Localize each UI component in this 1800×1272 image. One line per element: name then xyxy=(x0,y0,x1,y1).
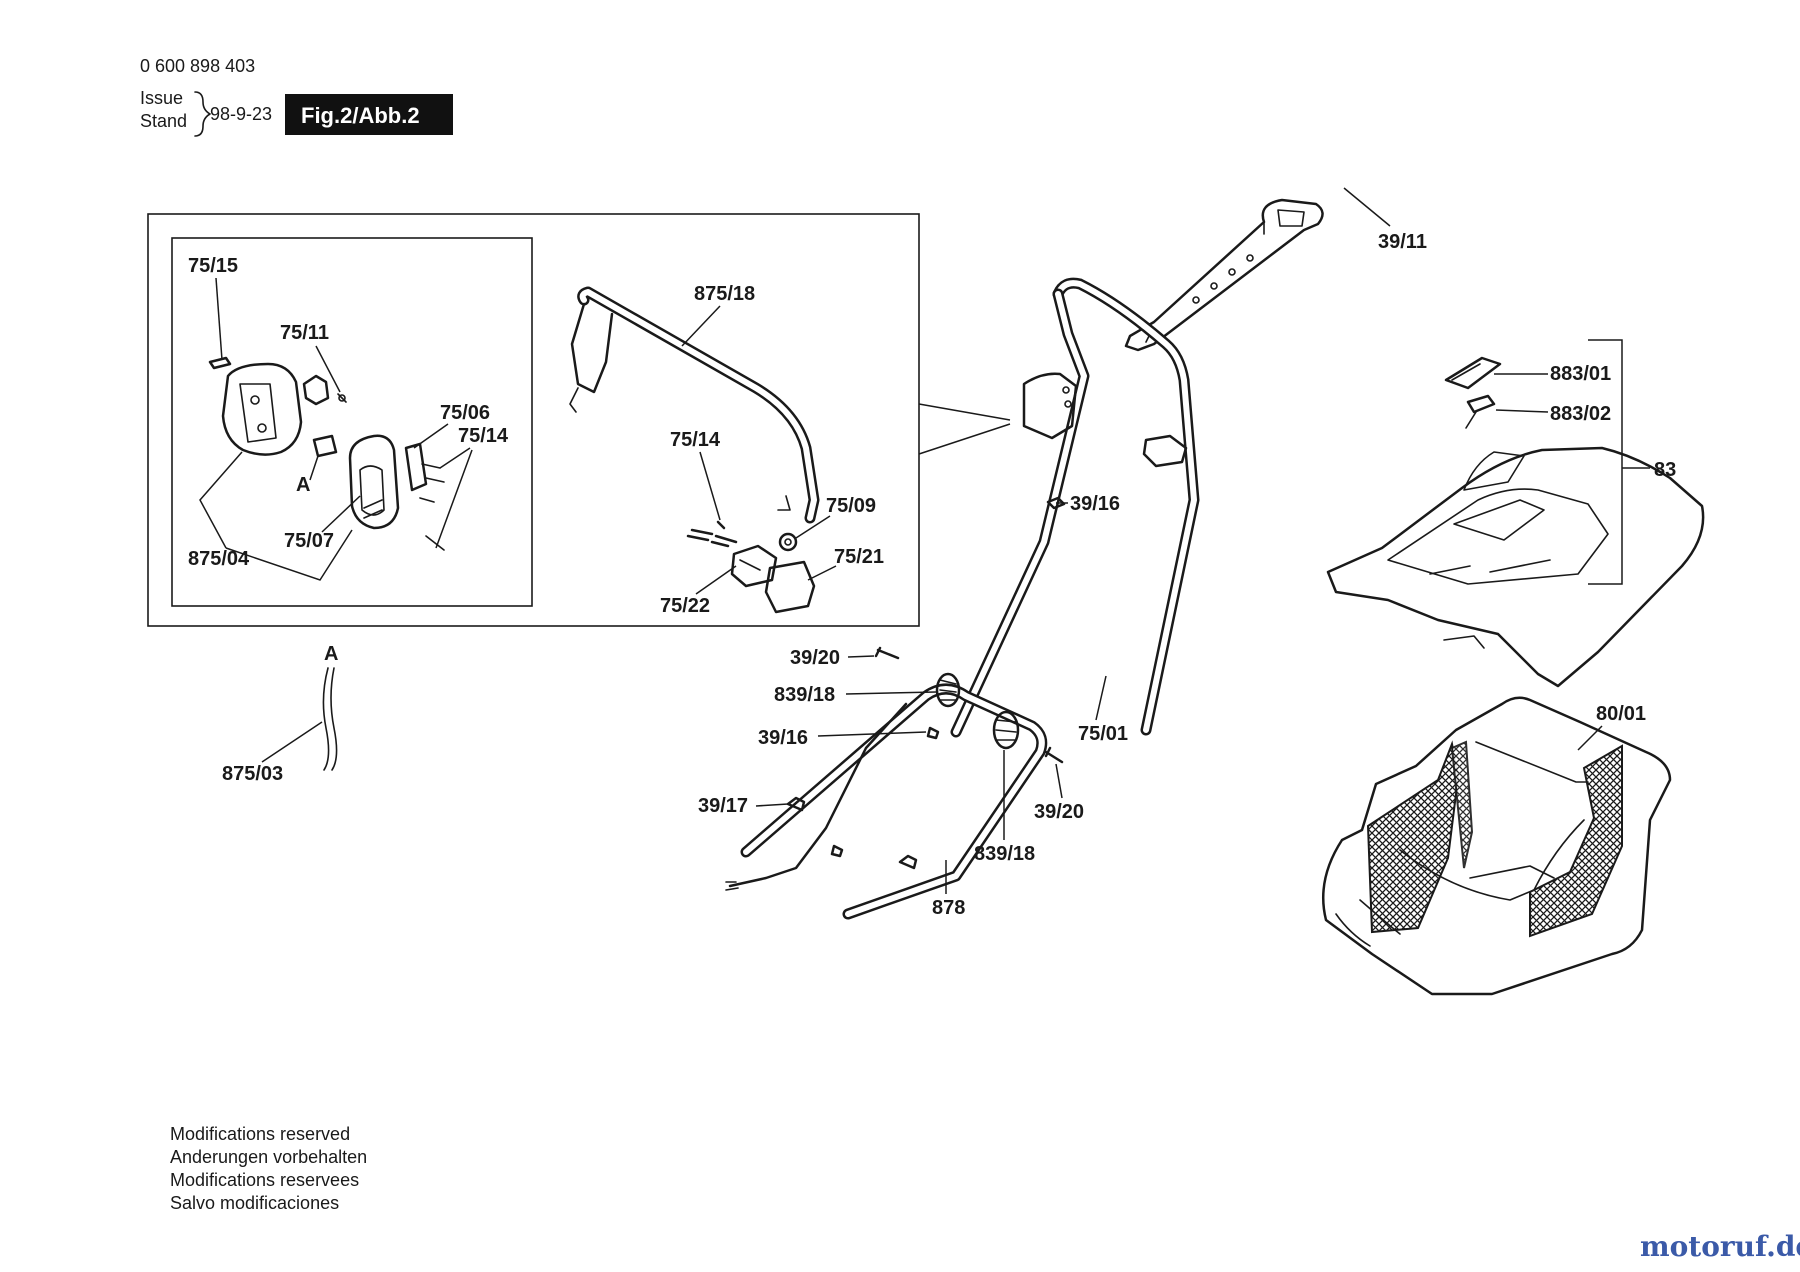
label-75-14a: 75/14 xyxy=(458,425,509,447)
leader-75-21 xyxy=(807,565,837,581)
footer-line-4: Salvo modificaciones xyxy=(170,1193,339,1213)
label-883-01: 883/01 xyxy=(1550,363,1611,385)
leader-75-14a xyxy=(435,447,473,549)
leader-39-16b xyxy=(817,731,927,737)
leader-75-15 xyxy=(215,277,223,361)
label-875-18: 875/18 xyxy=(694,283,755,305)
leader-75-14b xyxy=(699,451,721,521)
switch-lever-75-22 xyxy=(730,544,778,588)
leader-75-07 xyxy=(321,495,361,533)
leader-883-02 xyxy=(1495,409,1549,413)
clip-883-02 xyxy=(1465,394,1496,429)
window-883-01 xyxy=(1444,356,1502,390)
footer-line-2: Anderungen vorbehalten xyxy=(170,1147,367,1167)
label-A-cable: A xyxy=(324,643,338,665)
leader-39-20a xyxy=(847,655,875,658)
leader-75-01 xyxy=(1095,675,1107,721)
label-883-02: 883/02 xyxy=(1550,403,1611,425)
label-A-inset: A xyxy=(296,474,310,496)
knob-839-18a xyxy=(935,672,961,708)
power-cable xyxy=(725,702,908,891)
label-75-07: 75/07 xyxy=(284,530,334,552)
spanner-39-11 xyxy=(1124,198,1324,352)
switch-cap-75-21 xyxy=(764,560,816,614)
watermark: motoruf.de xyxy=(1640,1230,1800,1263)
inset-callout-lines xyxy=(918,403,1011,455)
leader-75-22 xyxy=(695,565,737,595)
label-39-16a: 39/16 xyxy=(1070,493,1120,515)
footer-line-1: Modifications reserved xyxy=(170,1124,350,1144)
leader-39-11 xyxy=(1343,187,1391,227)
issue-date: 98-9-23 xyxy=(210,104,272,124)
leader-875-03 xyxy=(261,721,323,763)
label-75-09: 75/09 xyxy=(826,495,876,517)
stand-label: Stand xyxy=(140,111,187,131)
upper-handle-875-18 xyxy=(569,286,820,524)
label-839-18a: 839/18 xyxy=(774,684,835,706)
main-handle-75-01 xyxy=(950,277,1200,738)
switch-button-75-11 xyxy=(302,374,347,406)
issue-label: Issue xyxy=(140,88,183,108)
label-878: 878 xyxy=(932,897,965,919)
leader-839-18a xyxy=(845,691,937,695)
cable-875-03 xyxy=(322,667,338,771)
leader-875-04 xyxy=(199,451,353,581)
footer-line-3: Modifications reservees xyxy=(170,1170,359,1190)
grass-box-80-01 xyxy=(1321,696,1672,996)
leader-875-18 xyxy=(681,305,721,347)
label-75-06: 75/06 xyxy=(440,402,490,424)
label-80-01: 80/01 xyxy=(1596,703,1646,725)
label-39-16b: 39/16 xyxy=(758,727,808,749)
label-75-11: 75/11 xyxy=(280,322,329,344)
grass-box-lid xyxy=(1326,446,1705,688)
figure-label: Fig.2/Abb.2 xyxy=(301,103,420,128)
label-83: 83 xyxy=(1654,459,1676,481)
leader-39-20b xyxy=(1055,763,1063,799)
figure-badge xyxy=(285,94,453,135)
label-75-14b: 75/14 xyxy=(670,429,721,451)
label-875-04: 875/04 xyxy=(188,548,250,570)
switch-housing-875-04 xyxy=(208,356,303,456)
label-39-11: 39/11 xyxy=(1378,231,1427,253)
label-39-17: 39/17 xyxy=(698,795,748,817)
inset-switch-frame xyxy=(171,237,533,607)
part-number: 0 600 898 403 xyxy=(140,56,255,76)
leader-A-inset xyxy=(309,455,319,481)
switch-cover-75-07 xyxy=(348,434,400,530)
bracket-75-06 xyxy=(404,442,445,551)
label-39-20a: 39/20 xyxy=(790,647,840,669)
label-39-20b: 39/20 xyxy=(1034,801,1084,823)
label-75-01: 75/01 xyxy=(1078,723,1128,745)
leader-75-09 xyxy=(795,515,831,539)
leader-80-01 xyxy=(1577,725,1603,751)
small-fasteners xyxy=(786,496,1066,870)
screws-75-14b xyxy=(686,520,738,548)
spring-75-09 xyxy=(778,532,798,552)
label-875-03: 875/03 xyxy=(222,763,283,785)
leader-75-06 xyxy=(413,423,449,449)
issue-brace xyxy=(194,91,211,137)
switch-module-A xyxy=(312,434,338,458)
bracket-83 xyxy=(1588,339,1650,585)
leader-75-11 xyxy=(315,345,341,393)
label-75-15: 75/15 xyxy=(188,255,238,277)
label-839-18b: 839/18 xyxy=(974,843,1035,865)
knob-839-18b xyxy=(992,710,1020,750)
leader-39-17 xyxy=(755,803,789,807)
label-75-21: 75/21 xyxy=(834,546,884,568)
label-75-22: 75/22 xyxy=(660,595,710,617)
inset-outer-frame xyxy=(147,213,920,627)
